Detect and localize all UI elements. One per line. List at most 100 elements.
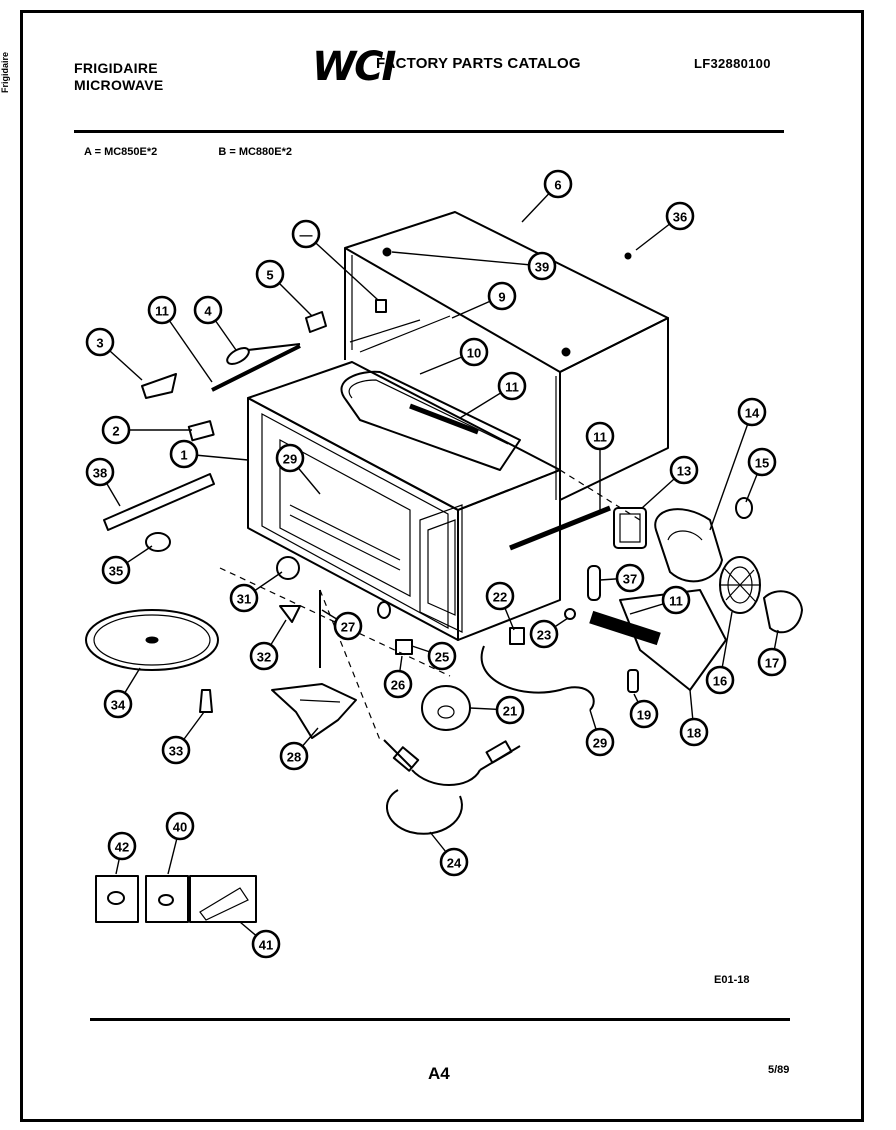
callout-bubble (487, 281, 517, 311)
rod-upper-left (211, 344, 301, 392)
callout-label: 37 (623, 572, 637, 587)
callout-bubble (279, 741, 309, 771)
callout-label: 5 (266, 268, 273, 283)
callout-label: 11 (669, 594, 683, 609)
assembly-line-1 (219, 567, 451, 677)
fan-blade (719, 556, 761, 614)
callout-39: 39 (391, 251, 557, 281)
callout-leader (391, 251, 543, 267)
door-trim (103, 473, 215, 531)
callout-label: 36 (673, 210, 687, 225)
callout-label: 35 (109, 564, 123, 579)
callout-label: 2 (112, 424, 119, 439)
callout-label: 22 (493, 590, 507, 605)
callout-label: 18 (687, 726, 701, 741)
drawing-code: E01-18 (714, 974, 750, 986)
callout-bubble (495, 695, 525, 725)
callout-15: 15 (745, 447, 777, 503)
callout-1: 1 (169, 439, 249, 469)
catalog-title: FACTORY PARTS CATALOG (376, 55, 581, 72)
callout-label: 14 (745, 406, 760, 421)
callout-label: 11 (593, 430, 607, 445)
callout-label: 24 (447, 856, 462, 871)
callout-label: 16 (713, 674, 727, 689)
brand-block: FRIGIDAIRE MICROWAVE (74, 60, 164, 94)
callout-bubble (383, 669, 413, 699)
turntable-tray (85, 609, 219, 671)
callout-bubble (103, 689, 133, 719)
callout-28: 28 (279, 727, 319, 771)
callout-label: 23 (537, 628, 551, 643)
model-legend: A = MC850E*2 B = MC880E*2 (84, 146, 350, 158)
callout-11: 11 (585, 421, 615, 512)
callout-22: 22 (485, 581, 515, 631)
callout-6: 6 (521, 169, 573, 223)
callout-42: 42 (107, 831, 137, 875)
waveguide-cover (340, 315, 521, 471)
callout-34: 34 (103, 667, 141, 719)
roller-support (199, 689, 213, 713)
callout-32: 32 (249, 619, 287, 671)
callout-label: 31 (237, 592, 251, 607)
callout-label: 1 (180, 448, 187, 463)
callout-bubble (529, 619, 559, 649)
callout-25: 25 (411, 641, 457, 671)
filter-42 (95, 875, 139, 923)
callout-11: 11 (629, 585, 691, 615)
callout-31: 31 (229, 571, 283, 613)
door-latch (187, 420, 215, 442)
stirrer-blade (271, 683, 357, 739)
callout-29: 29 (275, 443, 321, 495)
screw-39c (561, 347, 571, 357)
callout-bubble (333, 611, 363, 641)
callout-9: 9 (451, 281, 517, 319)
callout-bubble (679, 717, 709, 747)
callout-bubble (169, 439, 199, 469)
callout-leader (709, 411, 753, 531)
catalog-number: LF32880100 (694, 56, 771, 71)
thermal-cutout (735, 497, 753, 519)
callout-bubble (585, 421, 615, 451)
callout-label: 15 (755, 456, 769, 471)
roller-guide (279, 605, 301, 623)
footer-rule (90, 1018, 790, 1021)
callout-bubble (107, 831, 137, 861)
coupler (276, 556, 300, 580)
lamp-socket (587, 565, 601, 601)
callout-16: 16 (705, 611, 735, 695)
heater-coil (589, 610, 661, 646)
grommet (377, 601, 391, 619)
callout-bubble (161, 735, 191, 765)
callout-11: 11 (459, 371, 527, 419)
callout-label: 38 (93, 466, 107, 481)
callout-2: 2 (101, 415, 192, 445)
page-number: A4 (428, 1064, 450, 1083)
callout-bubble (705, 665, 735, 695)
callout-36: 36 (635, 201, 695, 251)
callout-bubble (427, 641, 457, 671)
callout-23: 23 (529, 617, 569, 649)
callout-label: 3 (96, 336, 103, 351)
callout-label: — (300, 228, 313, 243)
screw-39a (375, 299, 387, 313)
callout-14: 14 (709, 397, 767, 531)
print-date: 5/89 (768, 1064, 790, 1076)
callout-label: 27 (341, 620, 355, 635)
callout-bubble (661, 585, 691, 615)
callout-label: 19 (637, 708, 651, 723)
rod-center (409, 403, 479, 435)
callout-bubble (615, 563, 645, 593)
page-frame (20, 10, 864, 1122)
wci-logo: WCI (312, 44, 396, 90)
callout-4: 4 (193, 295, 237, 351)
callout-26: 26 (383, 655, 413, 699)
callout-—: — (291, 219, 379, 301)
header-rule (74, 130, 784, 133)
callout-5: 5 (255, 259, 313, 317)
callout-label: 10 (467, 346, 481, 361)
hinge-bracket (141, 373, 177, 399)
button-knob (145, 532, 171, 552)
callout-label: 40 (173, 820, 187, 835)
callout-37: 37 (599, 563, 645, 593)
callout-label: 21 (503, 704, 517, 719)
